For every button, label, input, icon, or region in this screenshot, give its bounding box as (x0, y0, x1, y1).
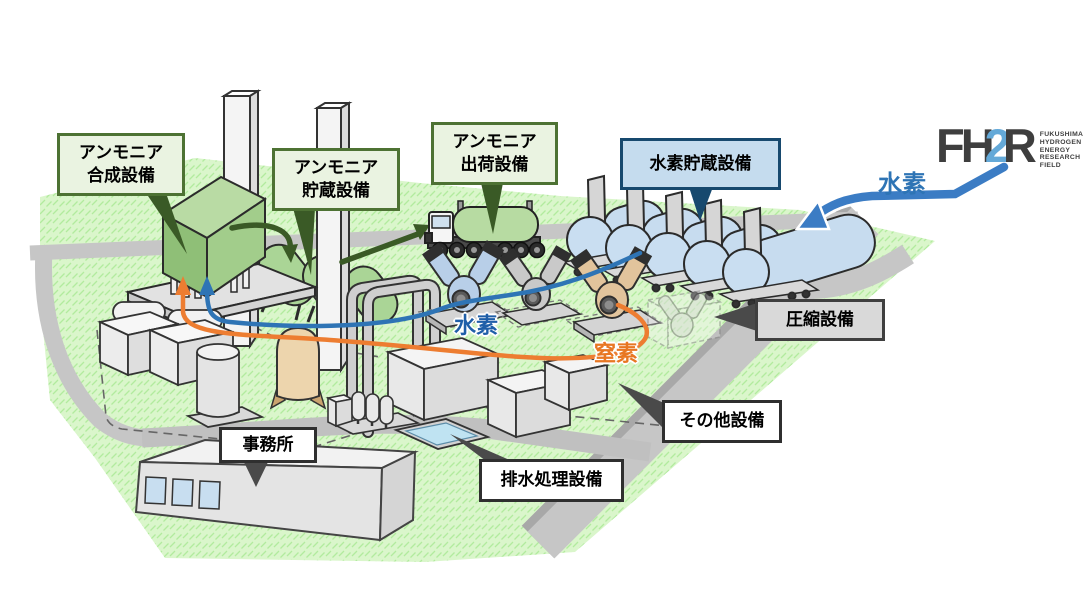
nitrogen-flow-line (175, 276, 649, 361)
pipe-rack (346, 274, 441, 438)
callout-text: アンモニア (78, 143, 164, 163)
utility-buildings (97, 301, 265, 428)
hydrogen-storage-tanks (561, 174, 876, 309)
callout-other-facilities: その他設備 (662, 400, 782, 443)
callout-pointers (146, 183, 757, 487)
compressor-future-ghost (645, 290, 723, 350)
gas-cylinder-skid (325, 391, 421, 435)
nitrogen-line-label: 窒素 (594, 341, 639, 366)
callout-text: 事務所 (242, 434, 294, 454)
fh2r-logo: FH2R FUKUSHIMA HYDROGEN ENERGY RESEARCH … (936, 122, 1083, 170)
office-building (134, 438, 419, 542)
callout-text: その他設備 (679, 411, 765, 431)
pointer-ammonia-storage (293, 208, 315, 275)
hydrogen-supply-arrow (794, 160, 1011, 231)
compressor-gray (494, 245, 584, 328)
callout-text: 排水処理設備 (500, 470, 603, 490)
pointer-hydrogen-storage (689, 187, 713, 221)
callout-ammonia-storage: アンモニア 貯蔵設備 (272, 148, 400, 211)
callout-text: アンモニア (452, 132, 537, 152)
callout-text: 圧縮設備 (786, 309, 854, 329)
pointer-compression (714, 303, 757, 331)
hydrogen-supply-label: 水素 (878, 171, 926, 198)
hydrogen-line-label: 水素 (454, 313, 499, 338)
callout-text: 合成設備 (87, 165, 155, 185)
pointer-other-facilities (618, 383, 664, 429)
fh2r-logo-wordmark: FH2R (936, 119, 1037, 172)
callout-ammonia-synthesis: アンモニア 合成設備 (57, 133, 185, 196)
callout-wastewater-treatment: 排水処理設備 (479, 459, 624, 502)
pointer-wastewater (450, 434, 512, 461)
callout-text: アンモニア (293, 158, 379, 178)
callout-office: 事務所 (219, 427, 317, 463)
compressor-units (416, 240, 723, 350)
callout-ammonia-shipping: アンモニア 出荷設備 (431, 122, 558, 185)
other-facility-buildings (385, 337, 611, 439)
ammonia-tanker-truck (424, 200, 546, 259)
callout-text: 出荷設備 (460, 154, 529, 174)
fh2r-logo-tagline: FUKUSHIMA HYDROGEN ENERGY RESEARCH FIELD (1039, 131, 1084, 170)
callout-text: 水素貯蔵設備 (649, 153, 752, 173)
pointer-office (243, 460, 269, 487)
callout-compression: 圧縮設備 (755, 299, 885, 341)
pointer-ammonia-synthesis (146, 193, 187, 254)
hydrogen-flow-line (199, 250, 643, 329)
ammonia-transfer-arrows (229, 222, 430, 265)
callout-hydrogen-storage: 水素貯蔵設備 (620, 138, 781, 190)
pointer-ammonia-shipping (481, 183, 503, 234)
fh2r-logo-2: 2 (984, 119, 1011, 172)
callout-text: 貯蔵設備 (302, 180, 370, 200)
